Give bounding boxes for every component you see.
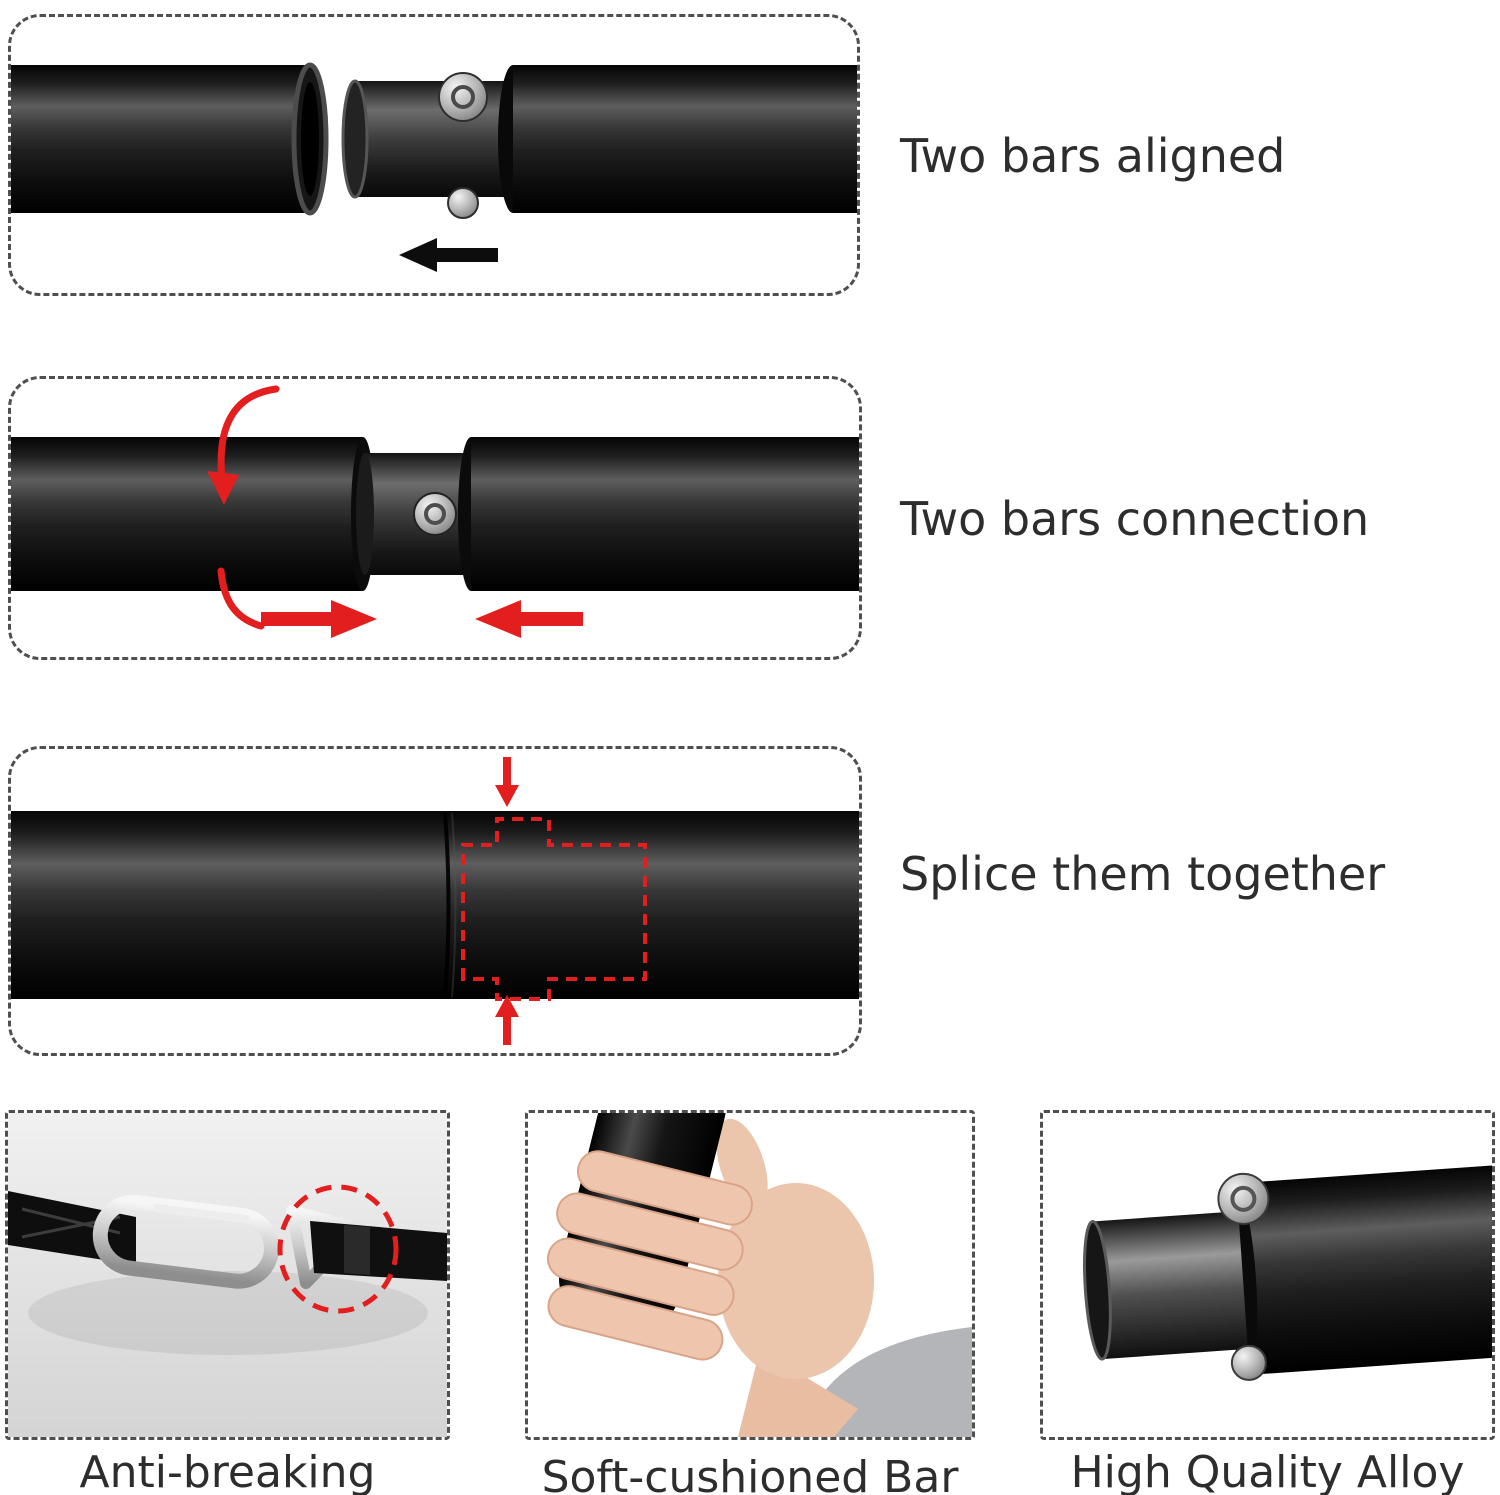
seam-line [443,812,451,998]
illustration-alloy-connector [1043,1113,1492,1437]
spliced-bar [11,811,859,999]
step-panel-splice-together [8,746,862,1056]
feature-label-anti-breaking: Anti-breaking [79,1447,376,1495]
screw-icon [1217,1172,1270,1225]
illustration-anti-breaking [8,1113,447,1437]
connector-outline-highlight [461,817,647,1001]
alloy-connector [1083,1164,1492,1381]
left-bar [11,437,375,591]
illustration-two-bars-aligned [11,62,857,272]
step-label-splice-together: Splice them together [900,847,1386,901]
feature-panel-soft-cushioned [525,1110,975,1440]
push-right-arrow-icon [261,600,377,638]
carabiner [92,1194,279,1289]
screw-bottom-icon [447,187,479,219]
step-label-two-bars-connection: Two bars connection [900,492,1370,546]
step-panel-two-bars-aligned [8,14,860,296]
screw-bottom-icon [1230,1344,1267,1381]
screw-icon [413,492,457,536]
feature-panel-anti-breaking [5,1110,450,1440]
feature-label-high-quality-alloy: High Quality Alloy [1070,1447,1465,1495]
push-left-arrow-icon [475,600,583,638]
right-bar [458,437,859,591]
press-down-arrow-icon [495,757,519,807]
alloy-sleeve [1090,1211,1248,1360]
black-tube [1232,1164,1492,1376]
press-up-arrow-icon [495,995,519,1045]
illustration-hand-grip [528,1113,972,1437]
highlight-circle [277,1184,399,1314]
rotate-arrow-icon [207,385,280,630]
screw-icon [438,72,488,122]
strap-right [310,1221,447,1281]
step-label-two-bars-aligned: Two bars aligned [900,129,1286,183]
illustration-two-bars-connection [11,385,859,638]
right-bar [498,65,857,213]
hand [716,1118,874,1437]
feature-panel-high-quality-alloy [1040,1110,1495,1440]
left-bar [11,62,329,216]
illustration-spliced-bar [11,757,859,1045]
insert-arrow-icon [399,238,498,272]
fingers [546,1150,753,1361]
step-panel-two-bars-connection [8,376,862,660]
connector-end [341,72,515,219]
feature-label-soft-cushioned: Soft-cushioned Bar [541,1452,959,1495]
